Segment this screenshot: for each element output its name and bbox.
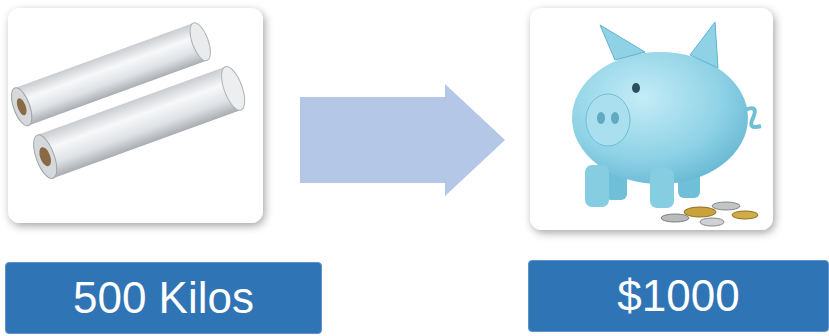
pig-nostril <box>611 112 619 124</box>
pig-tail <box>745 108 761 127</box>
pig-leg <box>585 165 609 207</box>
coin <box>684 207 716 217</box>
roll-end <box>29 132 62 181</box>
block-arrow <box>300 84 505 196</box>
pig-nostril <box>597 112 605 124</box>
coin <box>712 202 740 210</box>
label-box: $1000 <box>528 260 829 332</box>
film-roll <box>37 67 241 179</box>
pig-leg <box>650 168 674 208</box>
photo-panel <box>530 8 773 230</box>
image-node: $1000 <box>505 5 829 335</box>
film-rolls <box>7 15 249 183</box>
coin <box>700 218 724 226</box>
roll-core <box>37 146 53 168</box>
coins <box>661 202 758 226</box>
piggy-bank <box>572 22 761 208</box>
pig-ear <box>600 25 645 60</box>
photo-panel <box>8 8 263 223</box>
roll-core <box>15 97 29 117</box>
roll-end <box>186 20 215 63</box>
roll-end <box>217 64 250 113</box>
image-node: 500 Kilos <box>5 5 300 335</box>
coin <box>732 211 758 219</box>
roll-end <box>7 85 36 128</box>
pig-eye <box>632 83 640 93</box>
coin <box>661 214 689 222</box>
pig-ear <box>690 22 718 68</box>
pig-body <box>572 52 748 184</box>
pig-snout <box>586 94 630 146</box>
label-box: 500 Kilos <box>5 262 322 334</box>
